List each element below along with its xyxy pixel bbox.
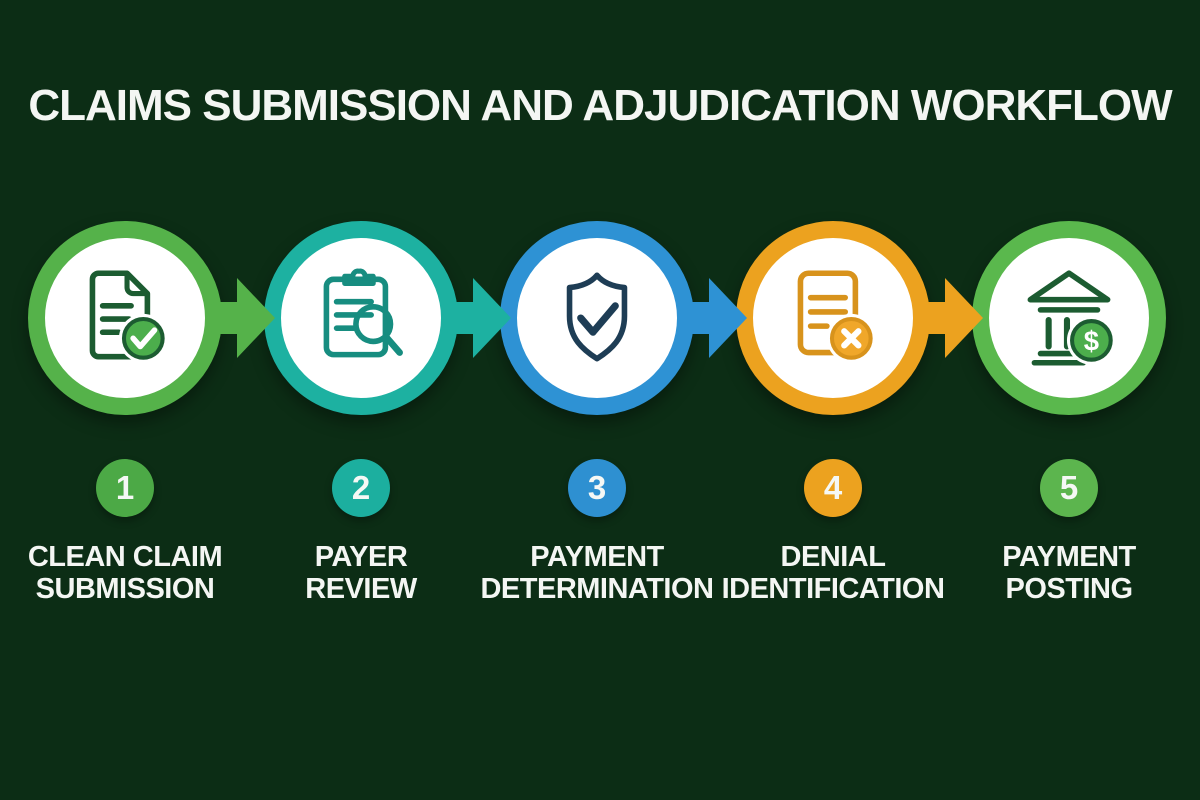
flow-arrow-icon (211, 278, 275, 358)
flow-arrow-icon (919, 278, 983, 358)
step-label: PAYMENT POSTING (1002, 541, 1136, 605)
step-circle (264, 221, 458, 415)
step-payer-review: 2 PAYER REVIEW (243, 0, 479, 800)
step-circle (500, 221, 694, 415)
svg-text:$: $ (1084, 326, 1099, 357)
step-denial-identification: 4 DENIAL IDENTIFICATION (715, 0, 951, 800)
step-number-badge: 1 (96, 459, 154, 517)
bank-dollar-icon: $ (1027, 270, 1116, 366)
step-clean-claim-submission: 1 CLEAN CLAIM SUBMISSION (7, 0, 243, 800)
step-payment-posting: $ 5 PAYMENT POSTING (951, 0, 1187, 800)
step-label: CLEAN CLAIM SUBMISSION (27, 541, 223, 605)
step-number-badge: 5 (1040, 459, 1098, 517)
flow-arrow-icon (683, 278, 747, 358)
shield-check-icon (566, 272, 628, 362)
flow-arrow-icon (447, 278, 511, 358)
step-label: PAYMENT DETERMINATION (480, 541, 714, 605)
step-label: PAYER REVIEW (305, 541, 417, 605)
workflow-title: CLAIMS SUBMISSION AND ADJUDICATION WORKF… (28, 81, 1172, 130)
clipboard-search-icon (323, 268, 403, 358)
step-number-badge: 4 (804, 459, 862, 517)
step-payment-determination: 3 PAYMENT DETERMINATION (479, 0, 715, 800)
step-circle (736, 221, 930, 415)
step-number-badge: 3 (568, 459, 626, 517)
step-circle: $ (972, 221, 1166, 415)
document-x-icon (797, 270, 876, 363)
document-check-icon (89, 270, 168, 363)
step-label: DENIAL IDENTIFICATION (721, 541, 945, 605)
step-circle (28, 221, 222, 415)
step-number-badge: 2 (332, 459, 390, 517)
